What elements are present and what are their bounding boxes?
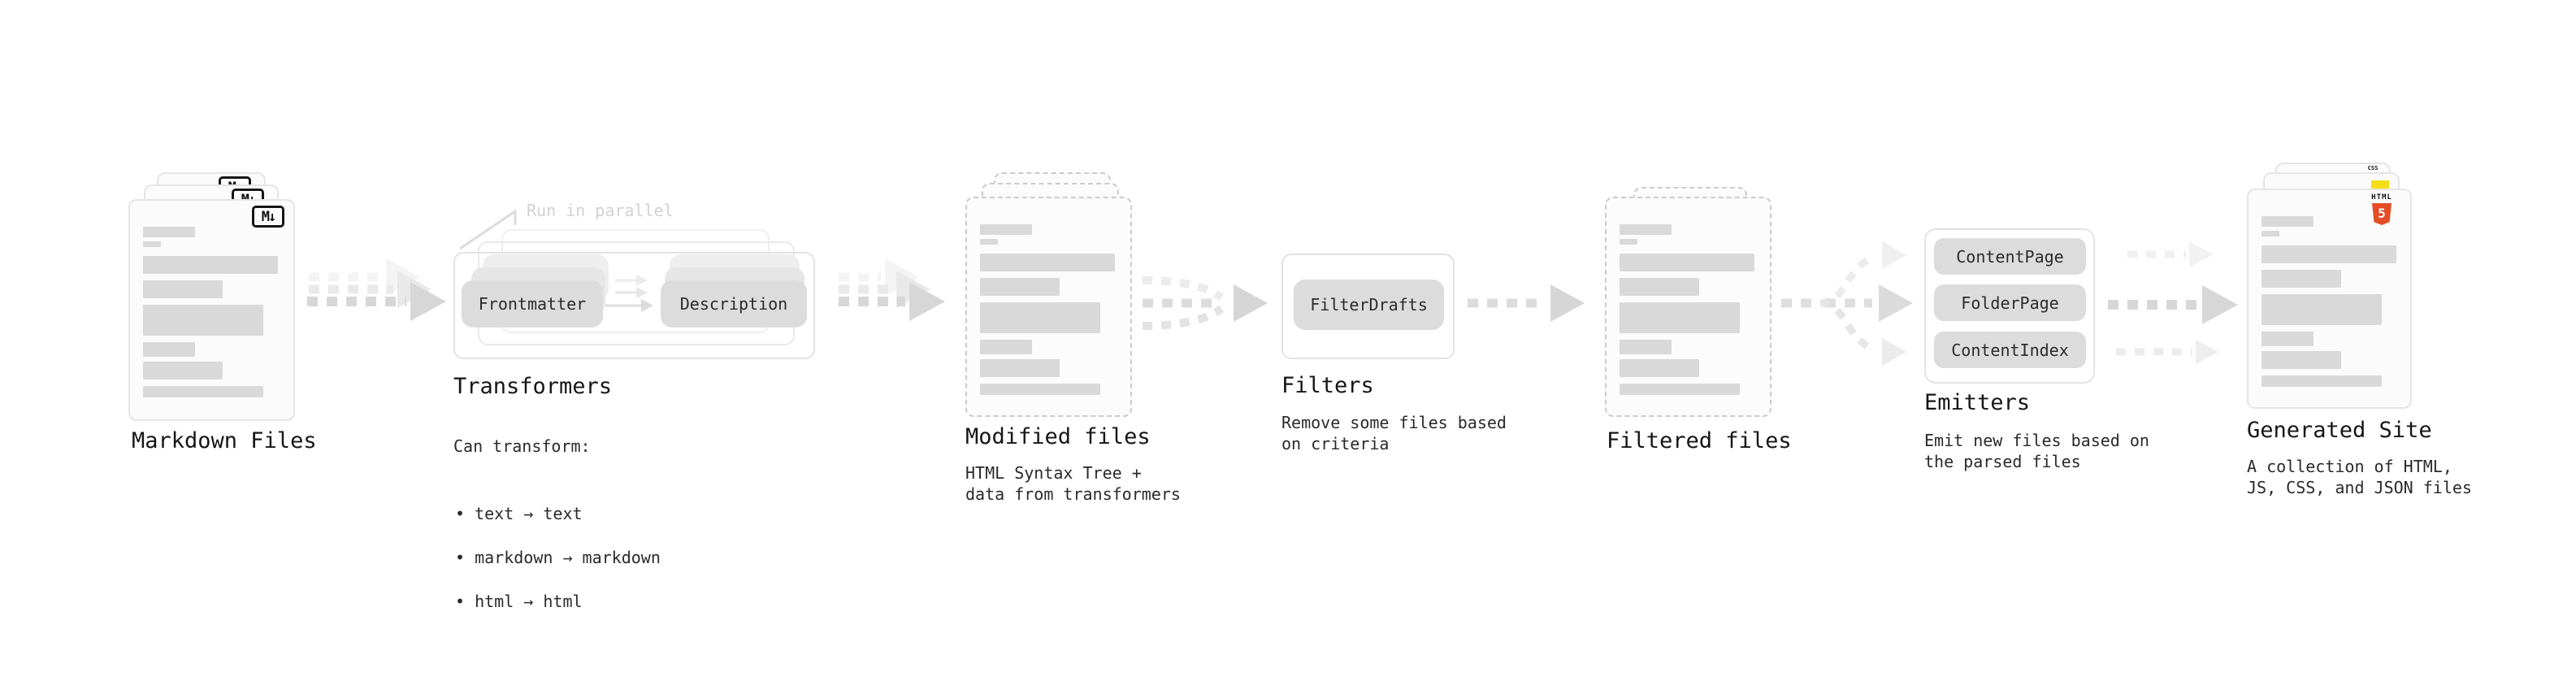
stage-description: Remove some files based on criteria [1281, 413, 1507, 453]
html5-icon: HTML 5 [2361, 194, 2402, 225]
stage-title: Filters [1281, 373, 1374, 398]
placeholder-bars [2262, 216, 2396, 387]
markdown-icon-label: M↓ [261, 208, 277, 225]
plugin-pill-folderpage: FolderPage [1934, 284, 2086, 321]
transform-list-item: html → html [455, 591, 661, 613]
html5-icon-shield: 5 [2372, 203, 2392, 225]
plugin-pill-contentpage: ContentPage [1934, 238, 2086, 275]
stage-description: Can transform: text → text markdown → ma… [453, 414, 661, 657]
transformer-parallel-arrows [605, 275, 653, 312]
transform-list: text → text markdown → markdown html → h… [455, 481, 661, 635]
plugin-pill-filterdrafts: FilterDrafts [1294, 280, 1444, 330]
markdown-icon: M↓ [252, 206, 284, 228]
transform-heading: Can transform: [453, 436, 591, 456]
arrow-transformers-to-modified [839, 258, 945, 321]
run-in-parallel-annotation: Run in parallel [527, 201, 674, 220]
plugin-pill-frontmatter: Frontmatter [462, 280, 603, 327]
html5-icon-label: HTML [2371, 193, 2392, 202]
arrow-filters-to-filtered [1468, 284, 1585, 322]
file-card [965, 197, 1132, 417]
placeholder-bars [1620, 224, 1754, 395]
file-card [1605, 197, 1772, 417]
parallel-leader-line [459, 209, 517, 250]
stage-description: A collection of HTML, JS, CSS, and JSON … [2247, 457, 2472, 497]
plugin-pill-description: Description [661, 280, 807, 327]
transformer-box [453, 252, 815, 359]
stage-title: Emitters [1924, 390, 2031, 415]
stage-title: Transformers [453, 374, 613, 399]
stage-title: Generated Site [2247, 418, 2432, 443]
stage-title: Filtered files [1607, 428, 1792, 453]
placeholder-bars [980, 224, 1115, 395]
arrow-modified-to-filters [1142, 276, 1268, 330]
transform-list-item: markdown → markdown [455, 547, 661, 569]
file-card: HTML 5 [2247, 189, 2412, 409]
css-icon-label: CSS [2367, 165, 2379, 171]
plugin-pill-contentindex: ContentIndex [1934, 332, 2086, 368]
stage-description: HTML Syntax Tree + data from transformer… [965, 463, 1181, 504]
stage-title: Markdown Files [132, 428, 317, 453]
stage-title: Modified files [965, 424, 1151, 449]
arrow-emitters-to-generated [2108, 241, 2238, 364]
file-card: M↓ [128, 199, 295, 421]
stage-description: Emit new files based on the parsed files [1924, 431, 2149, 471]
js-icon [2371, 180, 2389, 189]
transform-list-item: text → text [455, 503, 661, 525]
arrow-filtered-to-emitters [1781, 241, 1913, 366]
placeholder-bars [143, 227, 278, 397]
arrow-markdown-to-transformers [307, 258, 446, 321]
